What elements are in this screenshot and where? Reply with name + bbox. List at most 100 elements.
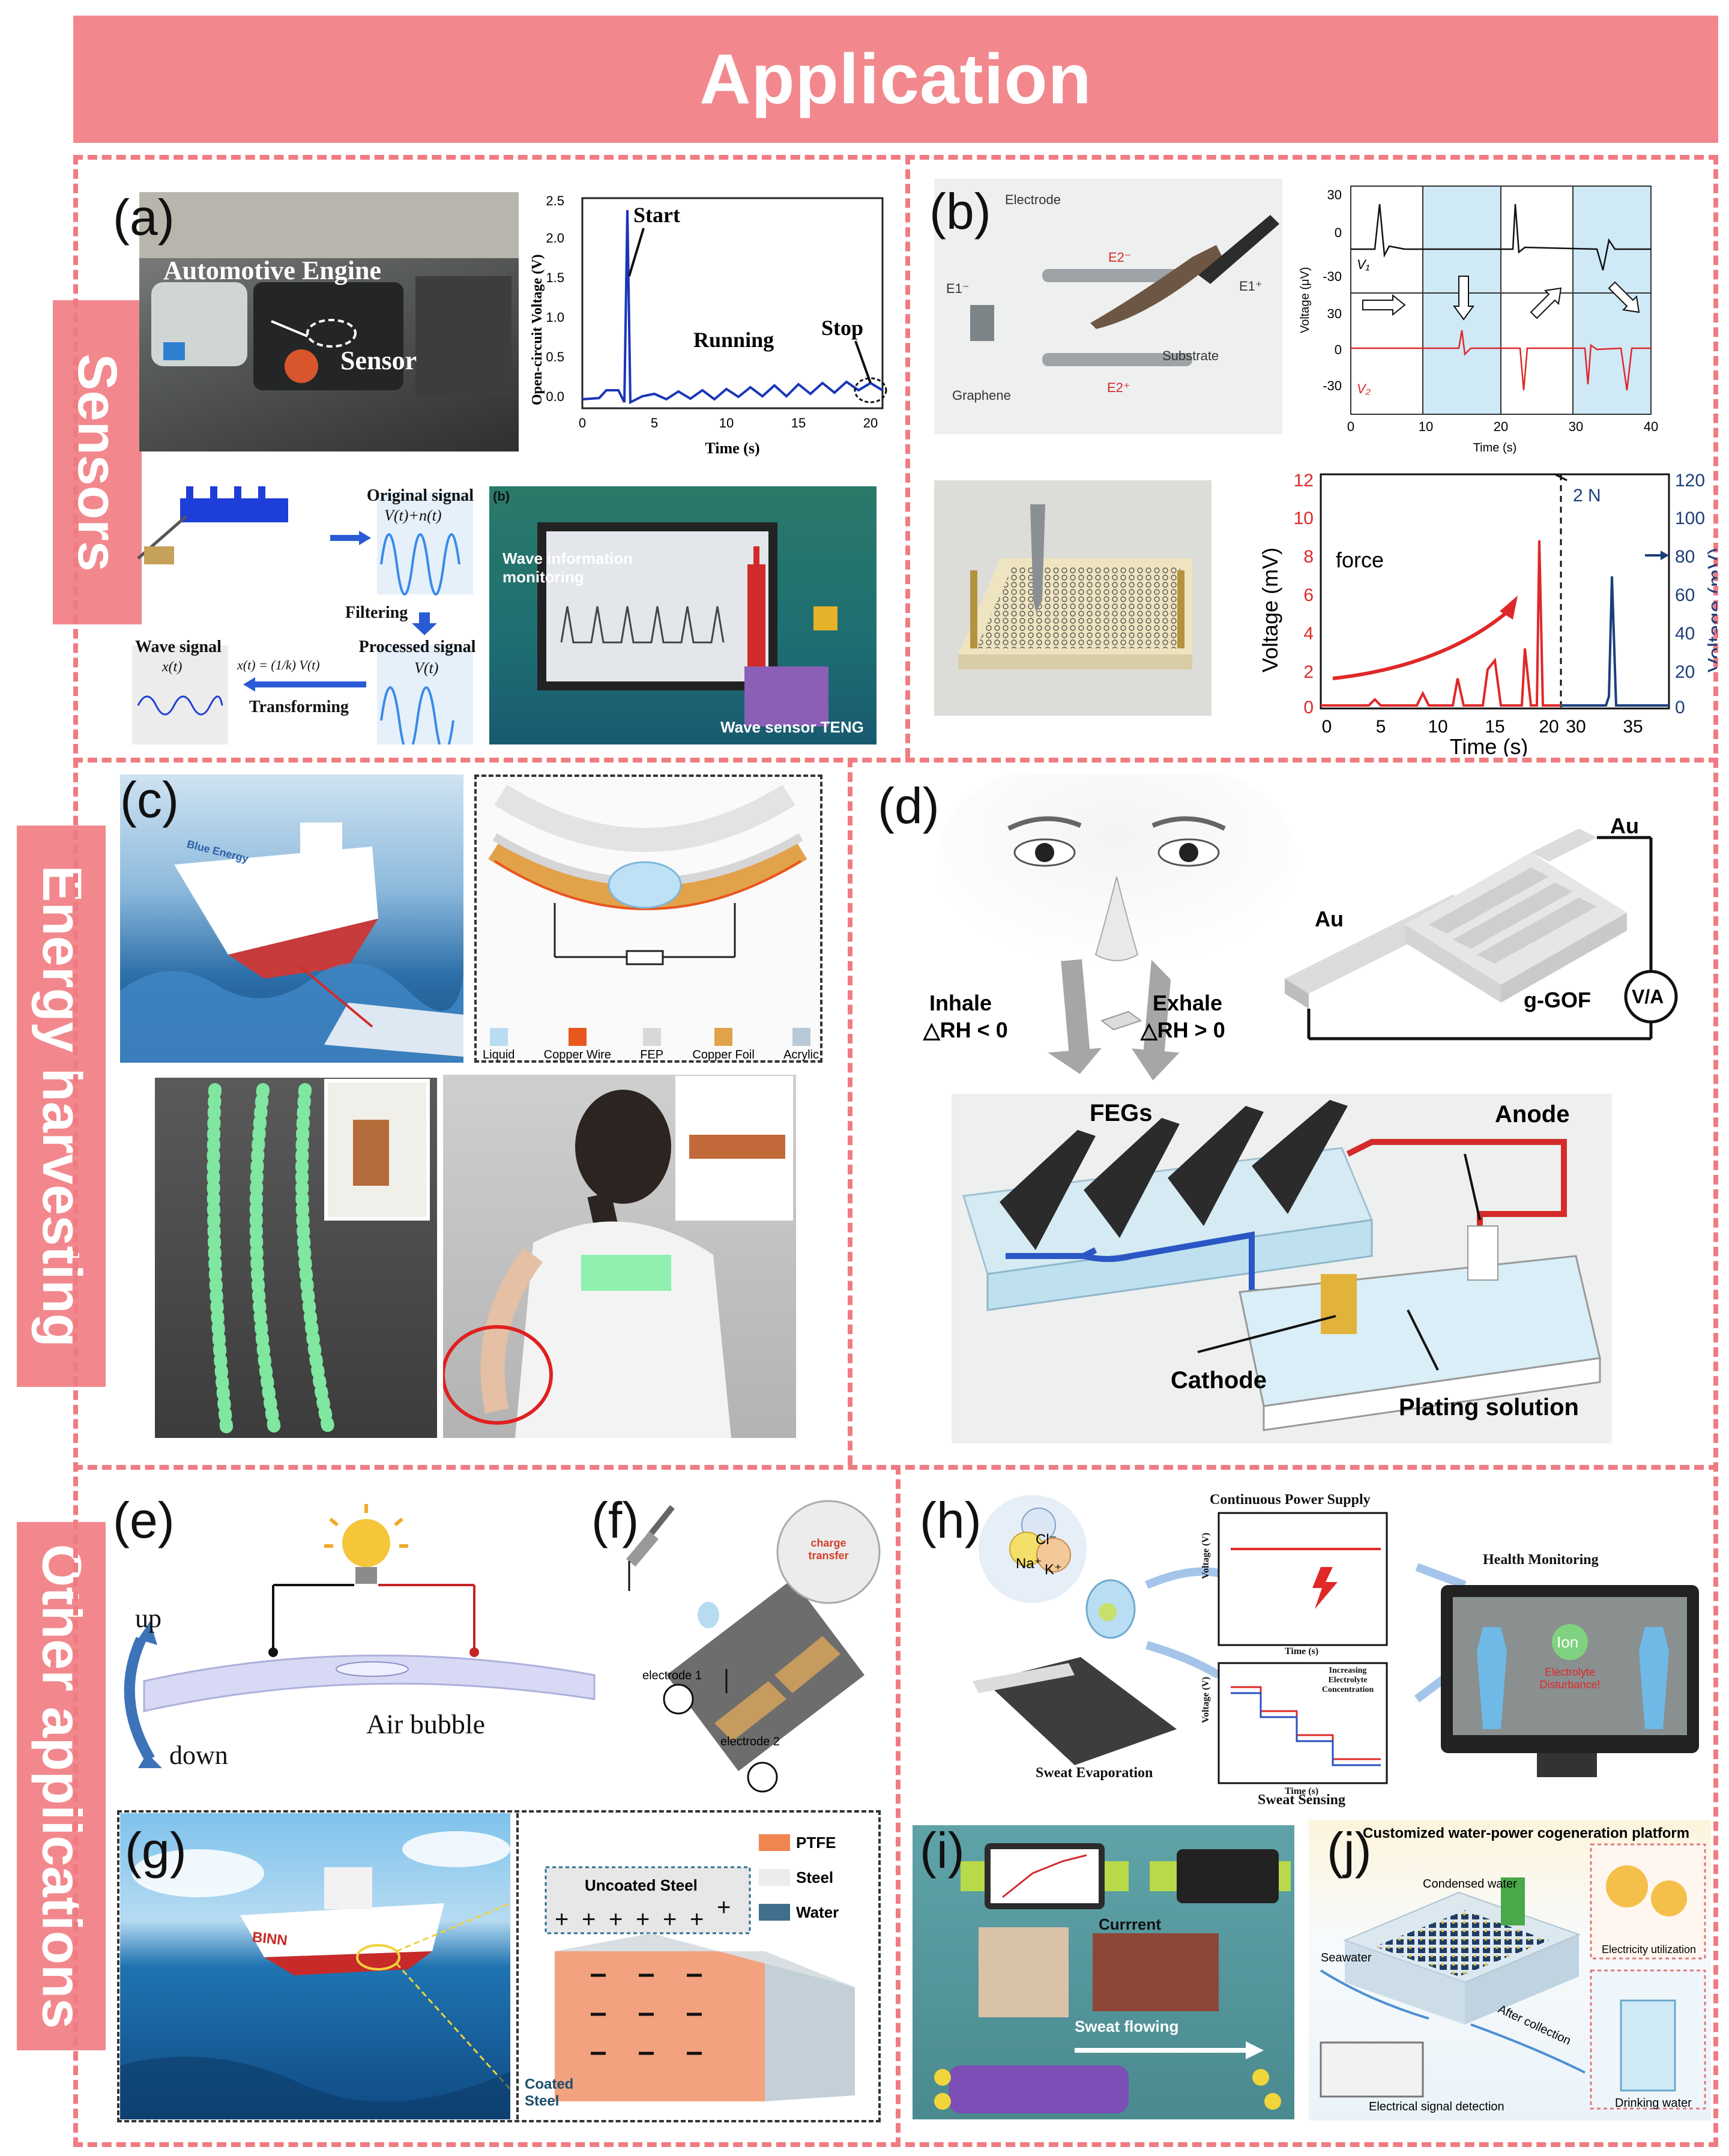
- panel-a-voltage-plot: 0.0 0.5 1.0 1.5 2.0 2.5 0 5 10 15 20 Tim…: [528, 192, 889, 462]
- legend-fep: FEP: [640, 1028, 663, 1062]
- b2-lt-1: 2: [1303, 662, 1314, 682]
- b-photo-e2p: E2⁺: [1107, 380, 1130, 395]
- engine-caption: Automotive Engine: [163, 256, 381, 285]
- j-electricity: Electricity utilization: [1602, 1943, 1697, 1955]
- ship-wave-photo: Blue Energy: [120, 775, 463, 1063]
- h-ion-na: Na⁺: [1016, 1556, 1042, 1572]
- b1-ytick-0: 30: [1327, 187, 1342, 202]
- legend-liquid-swatch: [489, 1028, 508, 1046]
- b2-lt-2: 4: [1303, 624, 1314, 644]
- header-banner: Application: [73, 16, 1718, 143]
- g-uncoated: Uncoated Steel: [585, 1876, 698, 1894]
- wave-sensor-photo: (b) Wave information monitoring Wave sen…: [489, 486, 877, 744]
- anticorrosion-box: [117, 1810, 881, 2122]
- d-exhale: Exhale: [1153, 991, 1223, 1015]
- flow-processed-eq: V(t): [414, 659, 439, 677]
- b-photo-substrate: Substrate: [1162, 348, 1219, 363]
- a-xtick-2: 10: [719, 415, 734, 430]
- legend-acrylic-swatch: [792, 1028, 810, 1046]
- d-meter: V/A: [1632, 986, 1664, 1007]
- b2-xt-3: 15: [1485, 717, 1504, 737]
- h-ion-label: Ion: [1557, 1633, 1579, 1651]
- led-strips-photo: [155, 1078, 437, 1438]
- panel-h-label: (h): [920, 1492, 982, 1548]
- j-title: Customized water-power cogeneration plat…: [1363, 1825, 1690, 1841]
- a-xtick-0: 0: [579, 415, 586, 430]
- b2-rt-1: 20: [1675, 662, 1695, 682]
- d-au-right: Au: [1610, 814, 1639, 838]
- h-sweat-sensing: Sweat Sensing: [1258, 1792, 1346, 1808]
- h-sensing-xlabel: Time (s): [1285, 1786, 1319, 1796]
- b1-v1: V₁: [1357, 257, 1370, 272]
- teng-schematic: Liquid Copper Wire FEP Copper Foil Acryl…: [474, 775, 822, 1063]
- b2-lt-5: 10: [1294, 509, 1314, 528]
- gof-device: Au Au g-GOF V/A: [1279, 805, 1711, 1057]
- i-current: Currrent: [1099, 1915, 1162, 1933]
- a-ytick-4: 2.0: [546, 231, 564, 246]
- b2-lt-3: 6: [1303, 585, 1314, 605]
- a-xtick-3: 15: [791, 415, 806, 430]
- ship-ocean-photo: BINN: [120, 1813, 510, 2119]
- panel-a-flow: Original signal V(t)+n(t) Filtering Proc…: [132, 480, 480, 755]
- b2-rt-3: 60: [1675, 585, 1695, 605]
- flow-transforming: Transforming: [249, 698, 349, 716]
- b2-rt-4: 80: [1675, 547, 1695, 567]
- h-sensing-note: Increasing Electrolyte Concentration: [1321, 1666, 1374, 1694]
- panel-j-label: (j): [1327, 1822, 1372, 1879]
- bubble-teng: up down Air bubble: [120, 1495, 600, 1795]
- legend-copper-foil-label: Copper Foil: [692, 1048, 755, 1061]
- panel-g-label: (g): [125, 1822, 187, 1879]
- svg-text:+: +: [663, 1906, 677, 1933]
- e-down: down: [169, 1741, 228, 1770]
- b1-xtick-1: 10: [1419, 419, 1433, 434]
- b2-xt-6: 35: [1623, 717, 1643, 737]
- h-cps-title: Continuous Power Supply: [1210, 1492, 1371, 1508]
- brush-photo: Electrode Graphene Substrate E1⁻ E1⁺ E2⁻…: [934, 179, 1282, 434]
- panel-d-label: (d): [878, 778, 940, 834]
- j-detection: Electrical signal detection: [1369, 2100, 1504, 2113]
- b1-ytick-1: 0: [1335, 225, 1342, 240]
- b1-ytick-5: -30: [1323, 378, 1342, 393]
- b2-lt-0: 0: [1303, 698, 1314, 717]
- g-ship-name: BINN: [251, 1929, 288, 1949]
- b2-xt-4: 20: [1539, 717, 1559, 737]
- wearable-photo: [443, 1075, 796, 1438]
- panel-b-force-plot: 12 10 8 6 4 2 0 120 100 80 60 40 20 0 0 …: [1249, 468, 1728, 759]
- e-up: up: [135, 1604, 161, 1633]
- sweat-device: Currrent Sweat flowing: [913, 1825, 1294, 2119]
- divider-efg-hij: [896, 1465, 901, 2147]
- flow-wave: Wave signal: [135, 638, 222, 656]
- d-inhale-rh: △RH < 0: [923, 1018, 1008, 1042]
- a-ytick-0: 0.0: [546, 389, 564, 404]
- panel-e-label: (e): [113, 1492, 175, 1548]
- sweat-sensing: Cl⁻ Na⁺ K⁺ Continuous Power Supply Volta…: [937, 1483, 1717, 1808]
- h-ion-k: K⁺: [1045, 1562, 1062, 1578]
- j-condensed: Condensed water: [1423, 1877, 1517, 1891]
- wave-info-caption: Wave information monitoring: [502, 549, 633, 586]
- b2-lt-4: 8: [1303, 547, 1314, 567]
- legend-fep-swatch: [642, 1028, 661, 1046]
- a-xlabel: Time (s): [705, 439, 759, 457]
- h-disturbance: Electrolyte Disturbance!: [1539, 1666, 1601, 1691]
- sensors-tab: Sensors: [53, 300, 142, 624]
- teng-legend: Liquid Copper Wire FEP Copper Foil Acryl…: [483, 1020, 819, 1062]
- h-sensing-ylabel: Voltage (V): [1201, 1676, 1211, 1723]
- wave-sensor-caption: Wave sensor TENG: [720, 718, 864, 736]
- h-cps-ylabel: Voltage (V): [1201, 1532, 1211, 1579]
- a-ytick-2: 1.0: [546, 310, 564, 325]
- b-photo-e1m: E1⁻: [946, 281, 970, 296]
- b2-xt-0: 0: [1322, 717, 1332, 737]
- svg-text:+: +: [609, 1906, 623, 1933]
- legend-copper-wire-label: Copper Wire: [543, 1048, 611, 1061]
- b1-xtick-2: 20: [1494, 419, 1508, 434]
- f-charge: charge transfer: [808, 1537, 849, 1562]
- face-respiration: Inhale △RH < 0 Exhale △RH > 0: [889, 750, 1309, 1087]
- b2-xlabel: Time (s): [1450, 734, 1528, 756]
- b2-force: force: [1336, 548, 1384, 572]
- legend-liquid: Liquid: [483, 1028, 514, 1062]
- b1-xtick-0: 0: [1347, 419, 1354, 434]
- a-ytick-1: 0.5: [546, 349, 564, 364]
- svg-text:+: +: [717, 1894, 731, 1921]
- divider-sensors-energy: [73, 758, 1718, 762]
- legend-acrylic-label: Acrylic: [783, 1048, 819, 1061]
